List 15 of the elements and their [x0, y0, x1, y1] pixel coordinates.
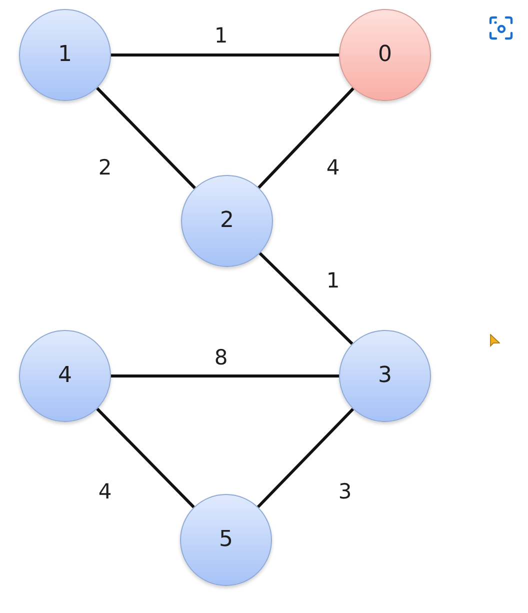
node-number: 4 — [58, 365, 72, 387]
edge-line — [111, 54, 339, 56]
node-circle — [181, 175, 273, 267]
node-number: 3 — [378, 365, 392, 387]
edge-line — [96, 408, 195, 508]
edge-line — [111, 374, 339, 378]
edge-line — [96, 86, 196, 190]
node-number: 2 — [220, 210, 234, 232]
edge-line — [256, 408, 354, 508]
edge-line — [258, 87, 354, 189]
node-number: 0 — [378, 44, 392, 66]
node-number: 1 — [58, 44, 72, 66]
node-circle — [180, 494, 272, 586]
node-number: 5 — [219, 529, 233, 551]
edge-line — [258, 252, 354, 345]
